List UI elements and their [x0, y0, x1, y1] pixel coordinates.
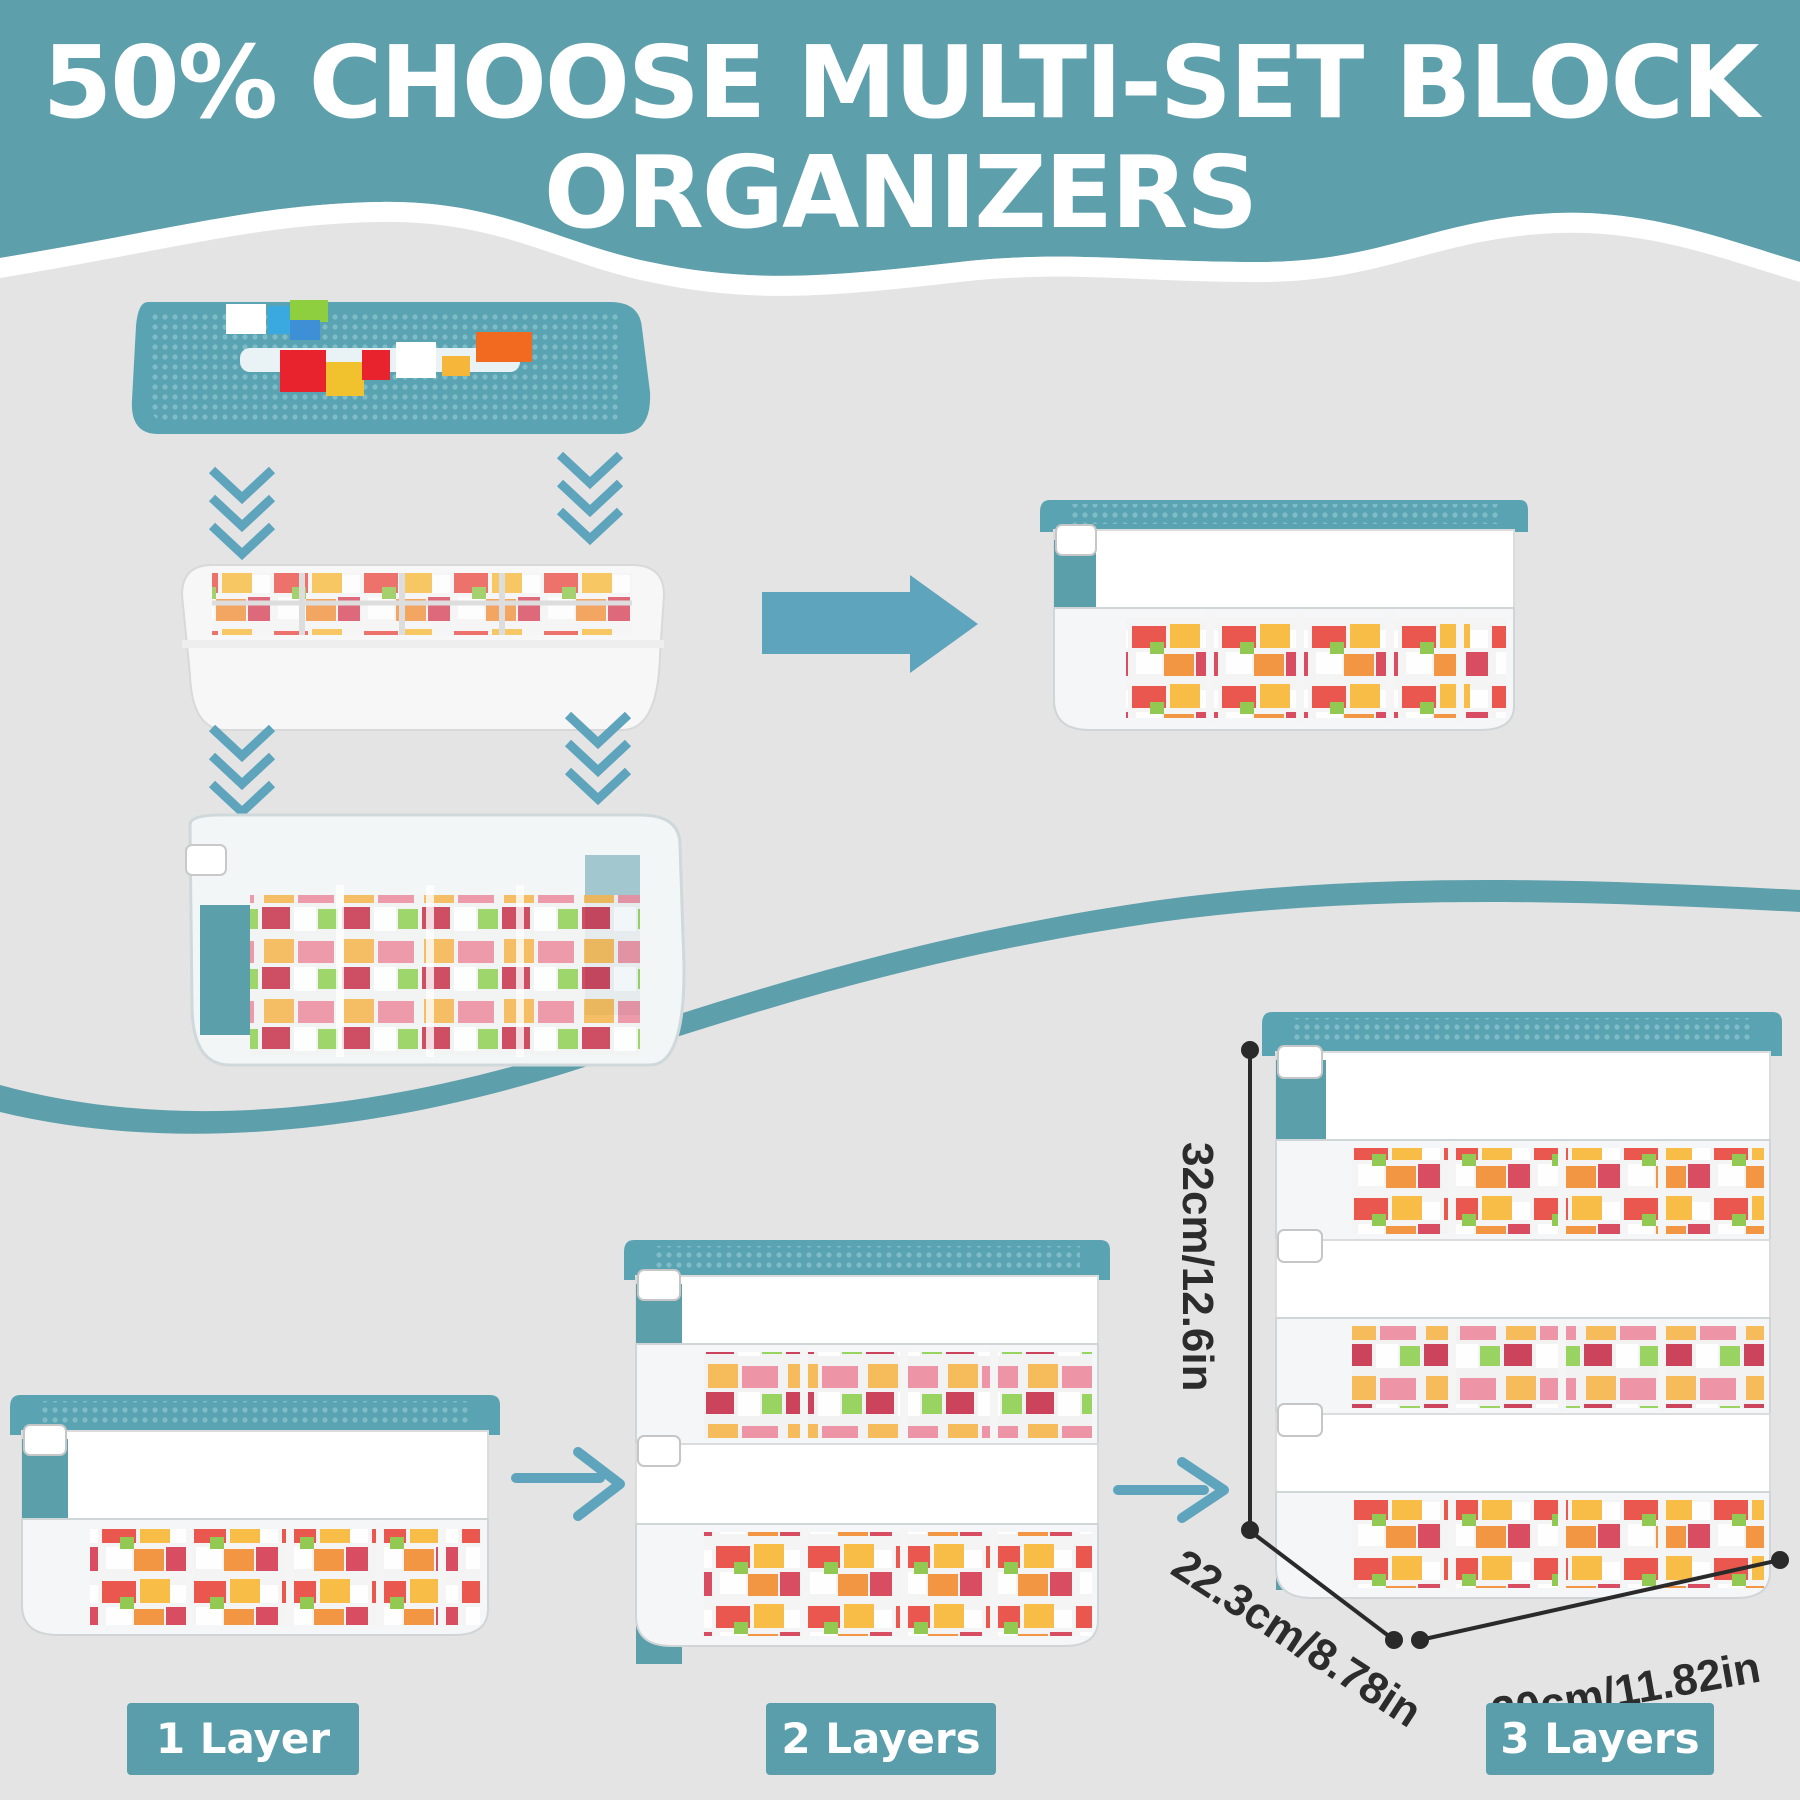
headline-line-2: ORGANIZERS — [543, 134, 1258, 251]
one-layer-box — [10, 1395, 500, 1636]
arrow-right-icon — [511, 1447, 625, 1521]
three-layer-box — [1262, 1012, 1782, 1599]
lid-exploded — [131, 300, 651, 434]
one-layer-badge: 1 Layer — [127, 1703, 359, 1775]
two-layer-box — [624, 1240, 1110, 1664]
chevron-down-icon — [208, 451, 624, 561]
arrow-right-icon — [762, 575, 978, 673]
headline-line-1: 50% CHOOSE MULTI-SET BLOCK — [42, 24, 1760, 141]
arrow-right-icon — [1113, 1457, 1229, 1523]
tray-exploded — [180, 564, 666, 731]
dimension-line-icon — [1241, 1041, 1789, 1649]
height-dimension-label: 32cm/12.6in — [1173, 1142, 1222, 1392]
assembled-box-top — [1040, 500, 1528, 731]
three-layers-badge: 3 Layers — [1486, 1703, 1714, 1775]
header-band — [0, 0, 1800, 276]
two-layers-badge: 2 Layers — [766, 1703, 996, 1775]
header-band-highlight — [0, 201, 1800, 296]
chevron-down-icon — [208, 711, 632, 819]
